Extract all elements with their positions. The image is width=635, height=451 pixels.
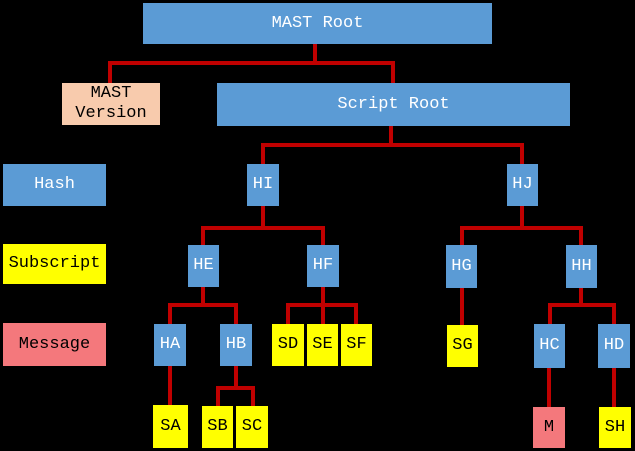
node-sh: SH bbox=[599, 407, 631, 448]
edge-to-hf bbox=[321, 226, 325, 245]
edge-to-sf bbox=[354, 303, 358, 324]
node-sf: SF bbox=[341, 324, 372, 366]
node-mast-version: MAST Version bbox=[62, 83, 160, 125]
edge-to-scriptroot bbox=[391, 61, 395, 83]
edge-mastroot-horizontal bbox=[108, 61, 395, 65]
node-hj: HJ bbox=[507, 164, 538, 206]
node-sd: SD bbox=[272, 324, 304, 366]
edge-hg-to-sg bbox=[460, 288, 464, 326]
edge-hi-down bbox=[261, 206, 265, 230]
edge-hf-horizontal bbox=[286, 303, 358, 307]
edge-he-down bbox=[201, 287, 205, 307]
mast-version-line2: Version bbox=[75, 104, 147, 123]
legend-hash: Hash bbox=[3, 164, 106, 206]
edge-hc-to-m bbox=[547, 366, 551, 407]
node-hb: HB bbox=[220, 324, 252, 366]
edge-hd-to-sh bbox=[612, 366, 616, 407]
edge-to-hb bbox=[234, 303, 238, 324]
edge-scriptroot-down bbox=[389, 126, 393, 147]
node-se: SE bbox=[307, 324, 338, 366]
edge-hh-horizontal bbox=[548, 303, 616, 307]
edge-to-hi bbox=[261, 143, 265, 164]
node-sa: SA bbox=[153, 405, 188, 448]
edge-ha-to-sa bbox=[168, 366, 172, 405]
legend-message: Message bbox=[3, 323, 106, 366]
node-hi: HI bbox=[247, 164, 279, 206]
edge-to-mastversion bbox=[108, 61, 112, 83]
edge-hj-horizontal bbox=[460, 226, 583, 230]
edge-hb-horizontal bbox=[216, 386, 255, 390]
edge-hi-horizontal bbox=[201, 226, 325, 230]
edge-to-hg bbox=[460, 226, 464, 245]
node-ha: HA bbox=[154, 324, 186, 366]
mast-version-line1: MAST bbox=[90, 84, 132, 103]
edge-to-ha bbox=[168, 303, 172, 324]
node-script-root: Script Root bbox=[217, 83, 570, 126]
node-sc: SC bbox=[236, 406, 268, 448]
edge-scriptroot-horizontal bbox=[261, 143, 524, 147]
node-sg: SG bbox=[447, 325, 478, 367]
edge-to-hd bbox=[612, 303, 616, 324]
edge-to-hj bbox=[520, 143, 524, 164]
edge-he-horizontal bbox=[168, 303, 238, 307]
node-hd: HD bbox=[598, 324, 630, 368]
node-hg: HG bbox=[446, 245, 477, 288]
node-mast-root: MAST Root bbox=[143, 3, 492, 44]
node-hh: HH bbox=[566, 245, 597, 288]
edge-to-hh bbox=[579, 226, 583, 245]
node-hf: HF bbox=[307, 245, 339, 287]
edge-hb-down bbox=[234, 366, 238, 390]
edge-to-sc bbox=[251, 386, 255, 406]
legend-subscript: Subscript bbox=[3, 244, 106, 284]
node-hc: HC bbox=[534, 324, 565, 368]
edge-hj-down bbox=[520, 206, 524, 230]
edge-to-sb bbox=[216, 386, 220, 406]
edge-hh-down bbox=[579, 288, 583, 307]
edge-mastroot-down bbox=[313, 44, 317, 65]
edge-to-he bbox=[201, 226, 205, 245]
edge-to-sd bbox=[286, 303, 290, 324]
node-m: M bbox=[533, 407, 565, 448]
node-he: HE bbox=[188, 245, 219, 287]
node-sb: SB bbox=[202, 406, 233, 448]
edge-to-hc bbox=[548, 303, 552, 324]
